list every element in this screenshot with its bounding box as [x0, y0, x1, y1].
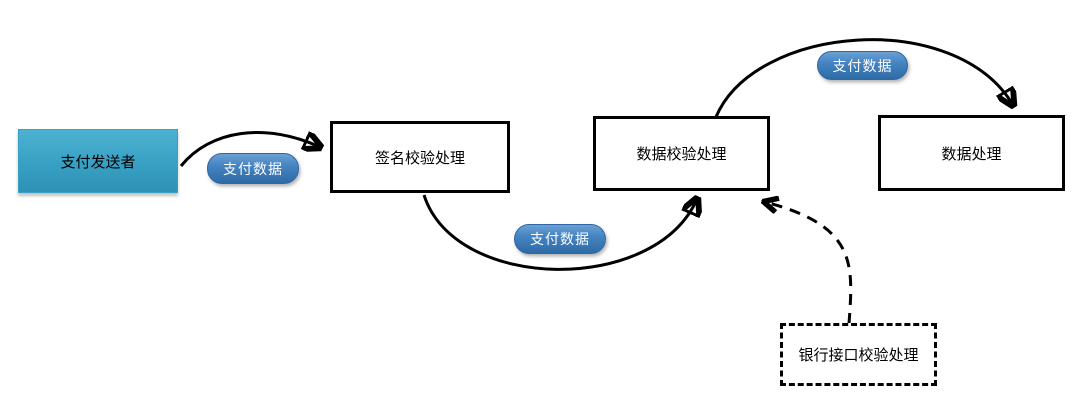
arrow-data-check-to-data-process — [714, 38, 1013, 118]
arrow-sender-to-signature-check — [179, 131, 320, 167]
arrow-signature-check-to-data-check — [422, 195, 697, 271]
arrow-bank-interface-to-data-check — [765, 202, 853, 325]
node-data-process-label: 数据处理 — [941, 145, 1002, 163]
node-bank-interface-check: 银行接口校验处理 — [780, 323, 937, 386]
node-signature-check-label: 签名校验处理 — [374, 149, 465, 167]
edge-label-payment-data-1: 支付数据 — [207, 153, 299, 184]
edge-label-payment-data-3: 支付数据 — [817, 51, 908, 80]
edge-label-payment-data-2: 支付数据 — [514, 224, 606, 254]
edge-label-payment-data-1-text: 支付数据 — [223, 160, 283, 177]
node-data-process: 数据处理 — [878, 115, 1065, 191]
edge-label-payment-data-3-text: 支付数据 — [832, 57, 893, 74]
node-payment-sender-label: 支付发送者 — [60, 153, 136, 171]
node-payment-sender: 支付发送者 — [18, 129, 178, 193]
node-signature-check: 签名校验处理 — [330, 121, 510, 193]
node-data-check: 数据校验处理 — [593, 116, 770, 191]
node-bank-interface-check-label: 银行接口校验处理 — [798, 347, 919, 364]
node-data-check-label: 数据校验处理 — [636, 146, 727, 163]
edge-label-payment-data-2-text: 支付数据 — [530, 231, 590, 247]
